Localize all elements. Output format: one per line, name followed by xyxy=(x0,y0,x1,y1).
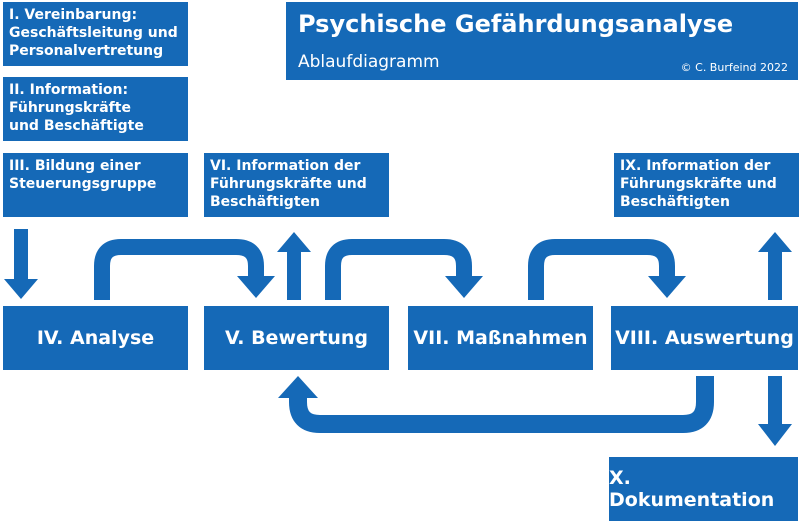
step-7-label: VII. Maßnahmen xyxy=(413,327,588,349)
step-1-agreement: I. Vereinbarung: Geschäftsleitung und Pe… xyxy=(3,2,188,66)
arrow-analysis-to-evaluation xyxy=(94,239,264,300)
title-box: Psychische Gefährdungsanalyse Ablaufdiag… xyxy=(286,2,798,80)
step-4-label: IV. Analyse xyxy=(36,327,155,349)
step-2-information: II. Information: Führungskräfte und Besc… xyxy=(3,77,188,141)
step-2-label: II. Information: Führungskräfte und Besc… xyxy=(9,82,144,134)
arrow-evaluation-to-measures-head xyxy=(445,276,483,298)
arrow-analysis-to-evaluation-head xyxy=(237,276,275,298)
arrow-evaluation-to-measures xyxy=(325,239,472,300)
arrow-down-to-documentation xyxy=(758,376,792,446)
arrow-feedback-loop xyxy=(289,376,714,433)
arrow-up-to-info-6 xyxy=(277,232,311,300)
step-3-label: III. Bildung einer Steuerungsgruppe xyxy=(9,158,157,192)
step-10-documentation: X. Dokumentation xyxy=(609,457,798,521)
step-8-label: VIII. Auswertung xyxy=(615,327,794,349)
step-8-assessment: VIII. Auswertung xyxy=(611,306,798,370)
step-10-label: X. Dokumentation xyxy=(609,467,775,511)
copyright-note: © C. Burfeind 2022 xyxy=(680,61,788,74)
step-1-label: I. Vereinbarung: Geschäftsleitung und Pe… xyxy=(9,7,178,59)
step-3-steering-group: III. Bildung einer Steuerungsgruppe xyxy=(3,153,188,217)
arrow-measures-to-assessment xyxy=(528,239,675,300)
step-5-label: V. Bewertung xyxy=(224,327,368,349)
arrow-down-to-analysis xyxy=(4,229,38,299)
step-4-analysis: IV. Analyse xyxy=(3,306,188,370)
step-5-evaluation: V. Bewertung xyxy=(204,306,389,370)
arrow-up-to-info-9 xyxy=(758,232,792,300)
step-7-measures: VII. Maßnahmen xyxy=(408,306,593,370)
diagram-title: Psychische Gefährdungsanalyse xyxy=(298,10,734,38)
step-6-information: VI. Information der Führungskräfte und B… xyxy=(204,153,389,217)
step-6-label: VI. Information der Führungskräfte und B… xyxy=(210,158,367,210)
arrow-feedback-loop-head xyxy=(278,376,318,398)
diagram-subtitle: Ablaufdiagramm xyxy=(298,52,440,72)
arrow-measures-to-assessment-head xyxy=(648,276,686,298)
step-9-information: IX. Information der Führungskräfte und B… xyxy=(614,153,799,217)
step-9-label: IX. Information der Führungskräfte und B… xyxy=(620,158,777,210)
